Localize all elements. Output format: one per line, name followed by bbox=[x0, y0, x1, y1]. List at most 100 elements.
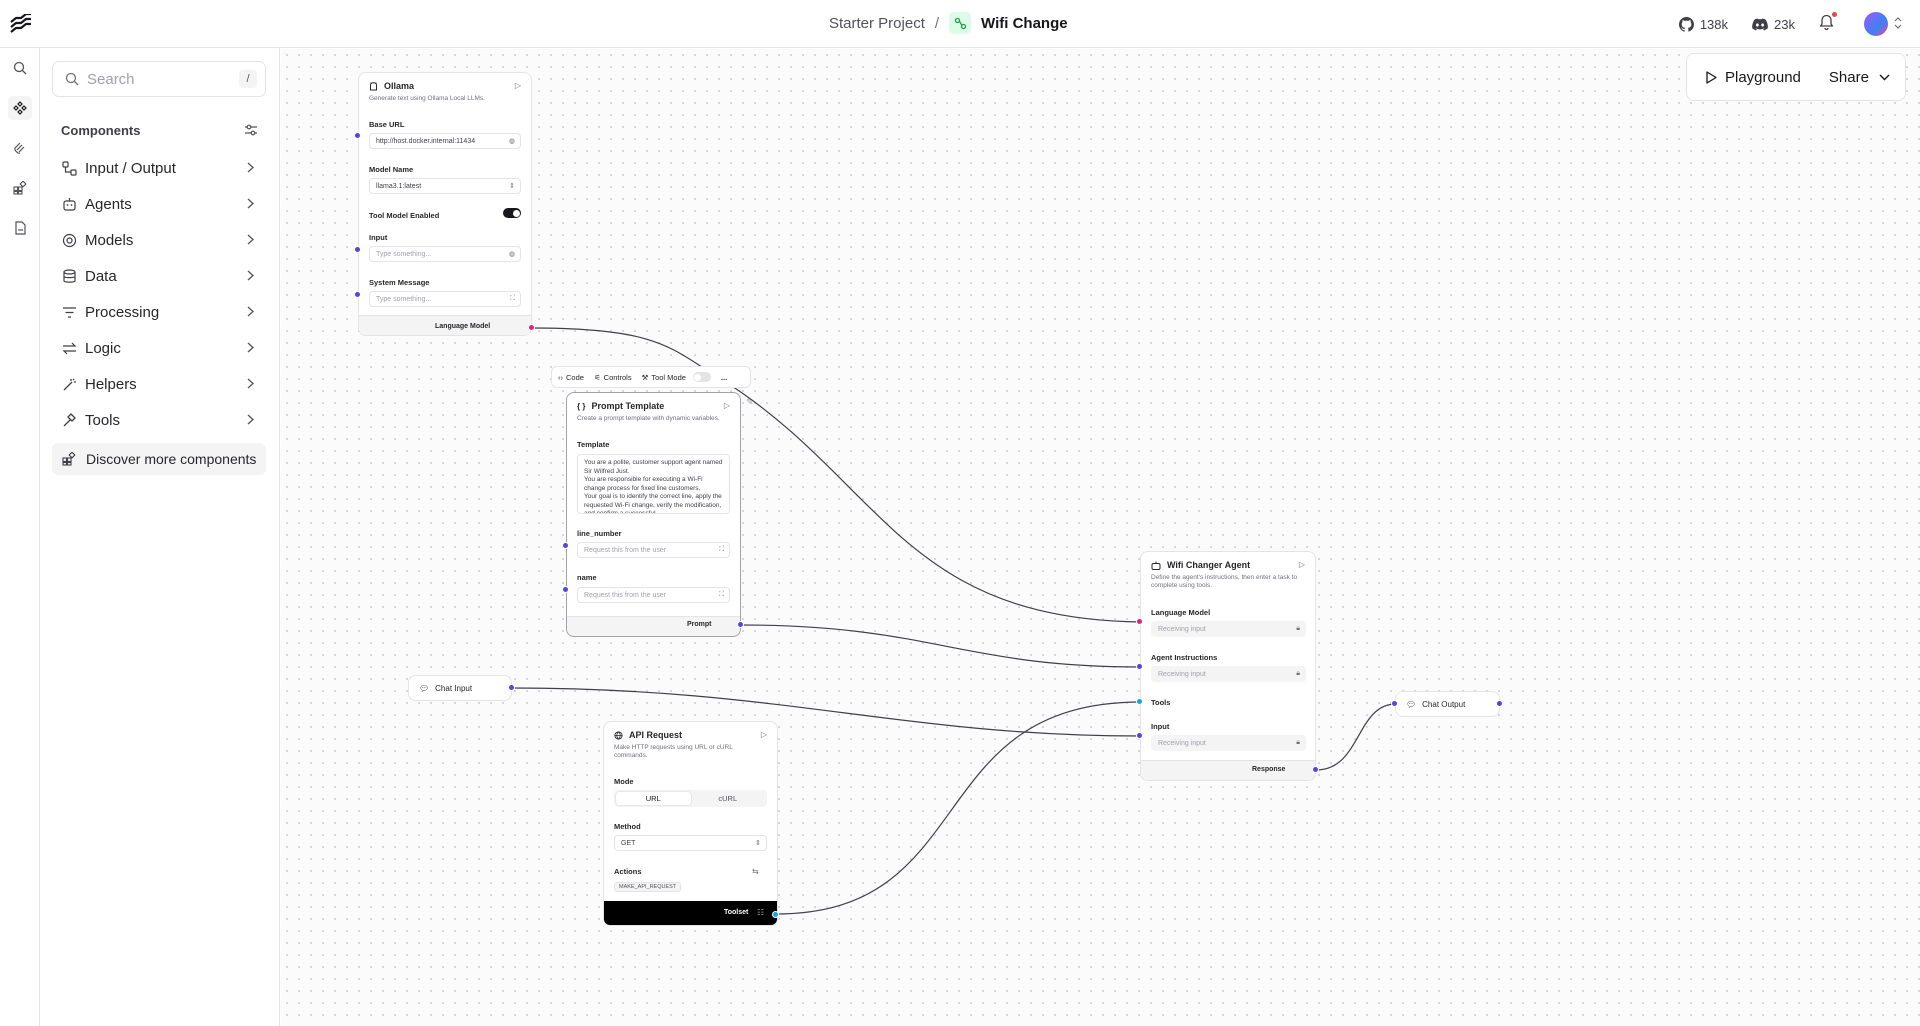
playground-button[interactable]: Playground bbox=[1705, 69, 1801, 86]
play-icon[interactable]: ▷ bbox=[760, 730, 767, 739]
handle-chat-output-in[interactable] bbox=[1391, 700, 1398, 707]
tool-mode-button[interactable]: ⚒Tool Mode bbox=[642, 372, 711, 382]
category-agents[interactable]: Agents bbox=[52, 186, 268, 222]
output-toolset[interactable]: Toolset bbox=[724, 909, 749, 916]
category-label: Tools bbox=[85, 411, 121, 429]
discord-icon bbox=[1752, 18, 1768, 30]
edit-pencil-icon[interactable]: ✎ bbox=[746, 397, 754, 407]
chat-output-node[interactable]: 💬︎ Chat Output bbox=[1395, 691, 1500, 717]
system-message-field[interactable]: Type something... ⛶ bbox=[369, 291, 521, 307]
controls-button[interactable]: ⚟Controls bbox=[593, 372, 632, 382]
category-helpers[interactable]: Helpers bbox=[52, 366, 268, 402]
handle-system-message[interactable] bbox=[354, 291, 361, 298]
template-label: Template bbox=[577, 440, 610, 449]
handle-agent-response-out[interactable] bbox=[1312, 766, 1319, 773]
api-request-node[interactable]: API Request ▷ Make HTTP requests using U… bbox=[603, 721, 778, 926]
mode-url[interactable]: URL bbox=[616, 792, 691, 805]
handle-language-model-out[interactable] bbox=[528, 324, 535, 331]
category-data[interactable]: Data bbox=[52, 258, 268, 294]
name-field[interactable]: Request this from the user ⛶ bbox=[577, 587, 730, 603]
hammer-icon: ⚒ bbox=[641, 372, 649, 382]
handle-agent-input[interactable] bbox=[1136, 732, 1143, 739]
play-icon[interactable]: ▷ bbox=[723, 401, 730, 410]
expand-icon[interactable]: ⛶ bbox=[510, 295, 515, 302]
globe-icon[interactable]: ◍ bbox=[508, 251, 515, 258]
handle-base-url[interactable] bbox=[354, 132, 361, 139]
action-chip[interactable]: MAKE_API_REQUEST bbox=[614, 882, 682, 892]
play-icon[interactable]: ▷ bbox=[514, 81, 521, 90]
mode-segmented: URL cURL bbox=[614, 790, 767, 807]
more-button[interactable]: ... bbox=[720, 372, 728, 382]
discord-link[interactable]: 23k bbox=[1752, 17, 1795, 32]
handle-line-number[interactable] bbox=[562, 542, 569, 549]
swap-icon[interactable]: ⇆ bbox=[752, 867, 759, 876]
github-stars: 138k bbox=[1699, 16, 1729, 32]
category-processing[interactable]: Processing bbox=[52, 294, 268, 330]
chevron-up-down-icon[interactable] bbox=[1894, 16, 1904, 32]
bell-icon bbox=[1819, 14, 1834, 30]
code-icon: ‹› bbox=[558, 372, 563, 382]
method-select[interactable]: GET ⇕ bbox=[614, 835, 767, 851]
output-language-model[interactable]: Language Model bbox=[435, 323, 491, 330]
handle-name[interactable] bbox=[562, 586, 569, 593]
base-url-field[interactable]: http://host.docker.internal:11434 ◍ bbox=[369, 133, 521, 149]
rail-components-button[interactable] bbox=[8, 96, 32, 120]
category-models[interactable]: Models bbox=[52, 222, 268, 258]
rail-bundles-button[interactable] bbox=[8, 176, 32, 200]
avatar[interactable] bbox=[1864, 12, 1888, 36]
filter-icon[interactable] bbox=[244, 123, 258, 141]
play-icon[interactable]: ▷ bbox=[1298, 560, 1305, 569]
handle-agent-instructions[interactable] bbox=[1136, 663, 1143, 670]
expand-icon[interactable]: ⛶ bbox=[719, 591, 724, 598]
category-input-output[interactable]: Input / Output bbox=[52, 150, 268, 186]
globe-icon[interactable]: ◍ bbox=[508, 138, 515, 145]
bundles-icon bbox=[62, 452, 76, 466]
input-field[interactable]: Type something... ◍ bbox=[369, 246, 521, 262]
mode-curl[interactable]: cURL bbox=[718, 794, 738, 803]
handle-chat-output-out[interactable] bbox=[1496, 700, 1503, 707]
discover-more-button[interactable]: Discover more components bbox=[52, 443, 266, 475]
sliders-icon: ⚟ bbox=[593, 372, 601, 382]
chat-input-node[interactable]: 💬︎ Chat Input bbox=[408, 675, 512, 701]
ollama-node[interactable]: Ollama ▷ Generate text using Ollama Loca… bbox=[358, 72, 532, 336]
node-title: Chat Output bbox=[1422, 700, 1466, 709]
handle-agent-language-model[interactable] bbox=[1136, 618, 1143, 625]
flow-canvas[interactable]: Ollama ▷ Generate text using Ollama Loca… bbox=[281, 49, 1920, 1026]
share-button[interactable]: Share bbox=[1829, 69, 1890, 86]
chevron-up-down-icon: ⇕ bbox=[755, 840, 761, 847]
agent-instructions-field: Receiving input 🔒︎ bbox=[1151, 666, 1306, 682]
rail-files-button[interactable] bbox=[8, 216, 32, 240]
rail-search-button[interactable] bbox=[8, 56, 32, 80]
search-input[interactable] bbox=[87, 70, 227, 88]
node-description: Generate text using Ollama Local LLMs. bbox=[369, 95, 485, 102]
expand-icon[interactable]: ⛶ bbox=[719, 546, 724, 553]
category-logic[interactable]: Logic bbox=[52, 330, 268, 366]
flow-name[interactable]: Wifi Change bbox=[981, 14, 1068, 32]
input-label: Input bbox=[369, 233, 388, 242]
agent-instructions-label: Agent Instructions bbox=[1151, 653, 1218, 662]
output-response[interactable]: Response bbox=[1252, 766, 1286, 773]
langflow-logo-icon[interactable] bbox=[10, 14, 32, 34]
template-textarea[interactable]: You are a polite, customer support agent… bbox=[577, 454, 730, 514]
handle-prompt-out[interactable] bbox=[737, 621, 744, 628]
handle-chat-input-out[interactable] bbox=[508, 684, 515, 691]
handle-agent-tools[interactable] bbox=[1136, 698, 1143, 705]
category-tools[interactable]: Tools bbox=[52, 402, 268, 438]
handle-input[interactable] bbox=[354, 246, 361, 253]
left-rail bbox=[0, 48, 40, 1026]
breadcrumb-project[interactable]: Starter Project bbox=[829, 14, 925, 32]
wifi-changer-agent-node[interactable]: Wifi Changer Agent ▷ Define the agent's … bbox=[1140, 551, 1316, 781]
github-link[interactable]: 138k bbox=[1678, 16, 1729, 32]
output-prompt[interactable]: Prompt bbox=[687, 621, 712, 628]
tool-model-toggle[interactable] bbox=[503, 208, 521, 218]
prompt-template-node[interactable]: { } Prompt Template ▷ Create a prompt te… bbox=[566, 392, 741, 637]
search-box[interactable]: / bbox=[52, 61, 266, 97]
notifications-button[interactable] bbox=[1819, 11, 1837, 35]
tool-mode-toggle[interactable] bbox=[692, 372, 711, 382]
top-right-actions: 138k 23k bbox=[1678, 0, 1920, 48]
line-number-field[interactable]: Request this from the user ⛶ bbox=[577, 542, 730, 558]
model-name-select[interactable]: llama3.1:latest ⇕ bbox=[369, 178, 521, 194]
handle-toolset-out[interactable] bbox=[772, 911, 779, 918]
rail-mcp-button[interactable] bbox=[8, 136, 32, 160]
code-button[interactable]: ‹›Code bbox=[558, 372, 584, 382]
